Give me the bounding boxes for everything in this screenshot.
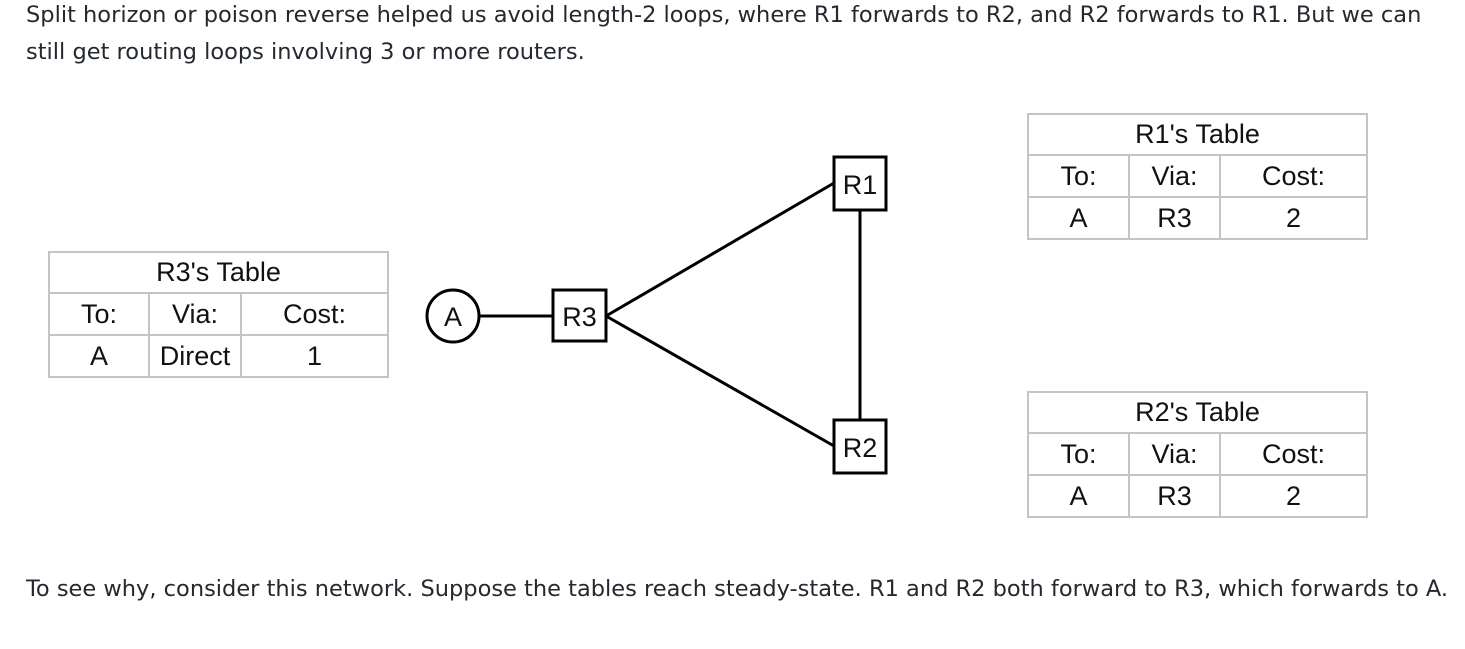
cell-to: A (48, 334, 150, 378)
outro-paragraph: To see why, consider this network. Suppo… (26, 576, 1449, 602)
router-r2-label: R2 (843, 433, 878, 463)
table-row: A R3 2 (1027, 474, 1369, 518)
header-cost: Cost: (1218, 432, 1369, 476)
cell-via: Direct (148, 334, 242, 378)
link-r3-r1 (605, 181, 835, 318)
cell-via: R3 (1128, 196, 1221, 240)
cell-cost: 1 (239, 334, 390, 378)
header-to: To: (1027, 432, 1130, 476)
cell-cost: 2 (1218, 196, 1369, 240)
table-row: A Direct 1 (48, 334, 390, 378)
header-via: Via: (148, 292, 242, 336)
header-via: Via: (1128, 432, 1221, 476)
table-title: R1's Table (1026, 113, 1369, 156)
header-cost: Cost: (239, 292, 390, 336)
r3-routing-table: R3's Table To: Via: Cost: A Direct 1 (47, 251, 390, 378)
node-a-label: A (444, 302, 462, 332)
header-cost: Cost: (1218, 154, 1369, 198)
cell-to: A (1027, 474, 1130, 518)
router-r3: R3 (551, 288, 608, 343)
cell-cost: 2 (1218, 474, 1369, 518)
table-title: R3's Table (47, 251, 390, 294)
node-a: A (425, 288, 481, 344)
header-to: To: (48, 292, 150, 336)
router-r3-label: R3 (562, 302, 597, 332)
cell-to: A (1027, 196, 1130, 240)
table-title: R2's Table (1026, 391, 1369, 434)
r1-routing-table: R1's Table To: Via: Cost: A R3 2 (1026, 113, 1369, 240)
router-r1: R1 (832, 155, 888, 212)
router-r2: R2 (832, 418, 888, 475)
cell-via: R3 (1128, 474, 1221, 518)
table-row: A R3 2 (1027, 196, 1369, 240)
r2-routing-table: R2's Table To: Via: Cost: A R3 2 (1026, 391, 1369, 518)
header-to: To: (1027, 154, 1130, 198)
intro-paragraph: Split horizon or poison reverse helped u… (26, 2, 1422, 65)
header-via: Via: (1128, 154, 1221, 198)
link-r3-r2 (605, 314, 835, 448)
router-r1-label: R1 (843, 170, 878, 200)
